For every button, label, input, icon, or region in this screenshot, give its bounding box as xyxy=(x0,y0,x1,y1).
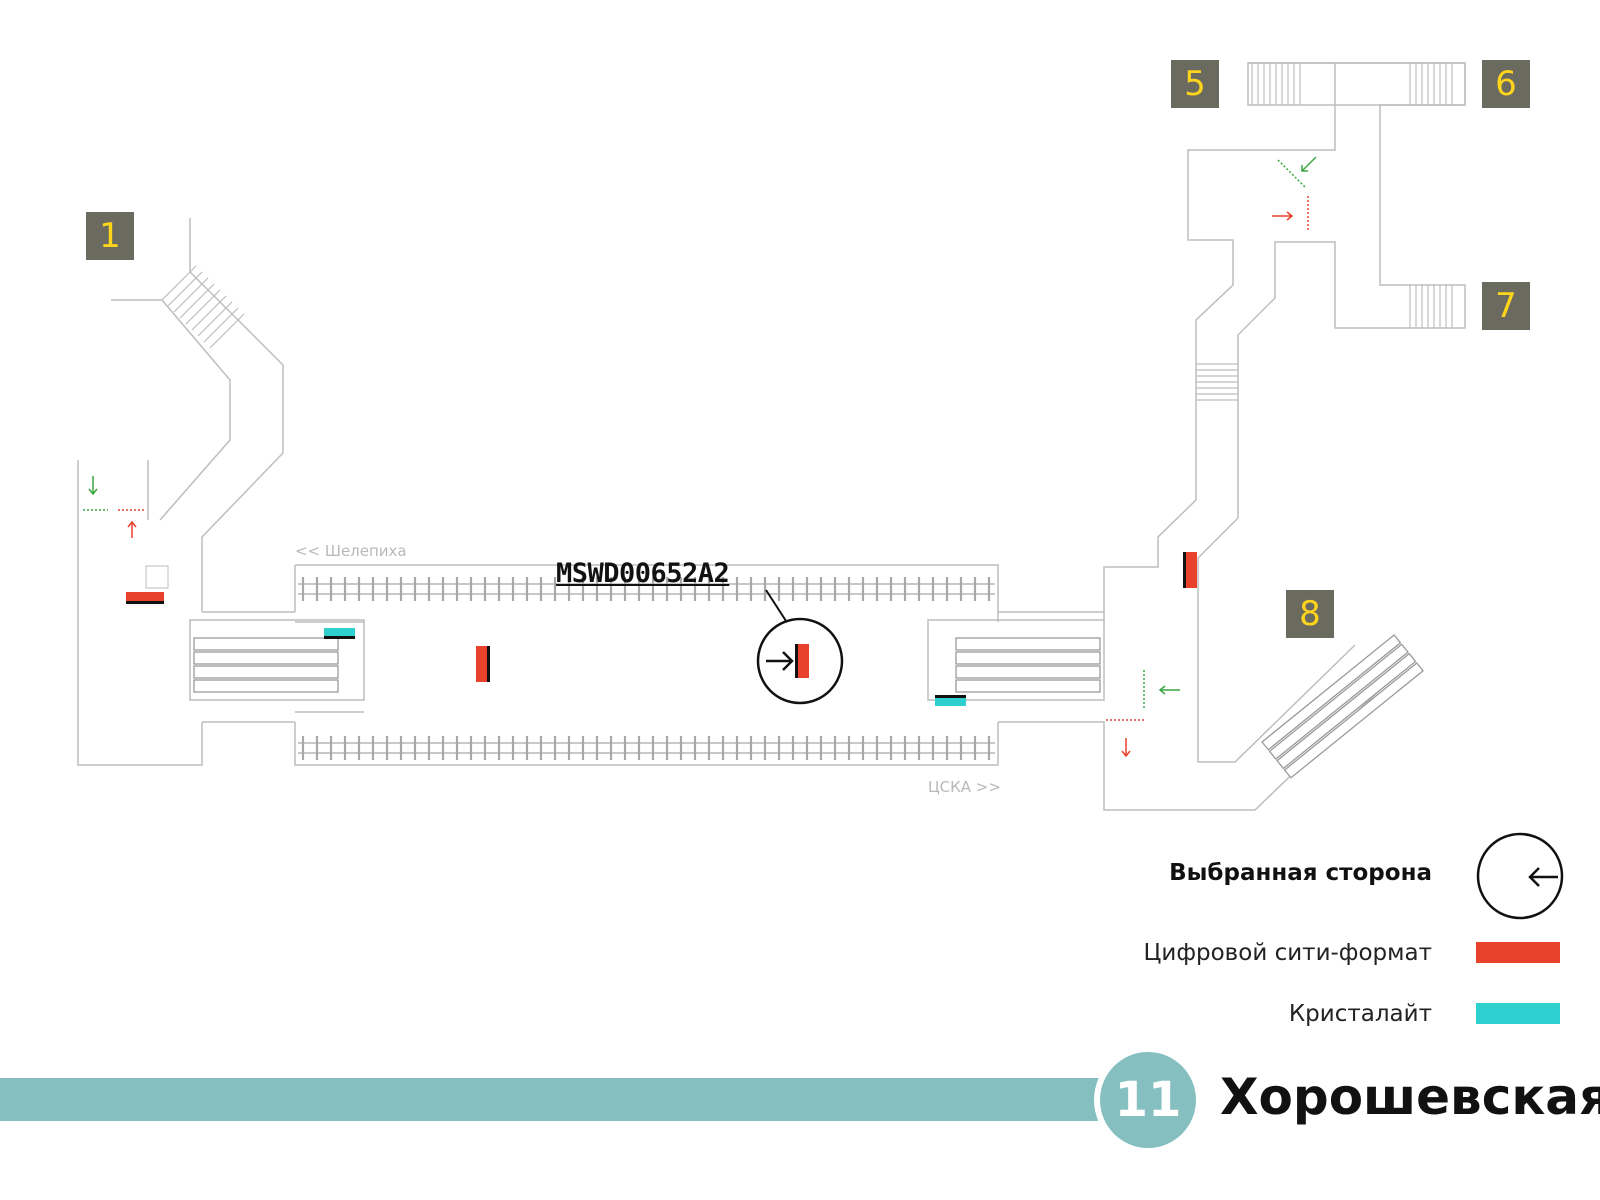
track-upper xyxy=(298,577,995,601)
crystalight-ad xyxy=(935,695,966,706)
legend-selected-side-label: Выбранная сторона xyxy=(1169,860,1432,886)
escalator-exit-8 xyxy=(1261,634,1424,779)
stairs-exit-1 xyxy=(161,265,245,349)
entry-arrow-icon xyxy=(88,476,98,496)
direction-right-label: ЦСКА >> xyxy=(928,778,1001,796)
arrow-right-icon xyxy=(766,651,794,671)
station-name: Хорошевская xyxy=(1220,1068,1600,1126)
legend-digital-city-format-label: Цифровой сити-формат xyxy=(1143,940,1432,966)
digital-city-format-ad xyxy=(126,565,169,604)
exit-arrow-icon xyxy=(1272,211,1294,221)
entry-arrow-icon xyxy=(1301,156,1317,172)
arrow-left-icon xyxy=(1528,867,1558,887)
exit-1-badge: 1 xyxy=(86,212,134,260)
digital-city-format-ad xyxy=(1183,552,1197,588)
stairs-exit-6 xyxy=(1409,63,1453,105)
ad-placements xyxy=(126,552,1197,706)
direction-left-label: << Шелепиха xyxy=(295,542,407,560)
legend-selected-side-icon xyxy=(1476,832,1564,920)
legend-digital-city-format-swatch xyxy=(1476,942,1560,963)
tracks xyxy=(298,577,995,760)
stairs-middle-corridor xyxy=(1196,363,1238,401)
stairs-exit-5 xyxy=(1251,63,1301,105)
exit-5-badge: 5 xyxy=(1171,60,1219,108)
selected-ad-code: MSWD00652A2 xyxy=(556,558,730,589)
stairs xyxy=(161,63,1453,401)
escalator-left xyxy=(193,637,339,693)
escalator-right xyxy=(955,637,1101,693)
exit-6-badge: 6 xyxy=(1482,60,1530,108)
metro-line-badge: 11 xyxy=(1100,1052,1196,1148)
metro-line-bar xyxy=(0,1078,1110,1121)
legend-crystalight-swatch xyxy=(1476,1003,1560,1024)
entry-arrow-icon xyxy=(1158,685,1180,695)
exit-arrow-icon xyxy=(127,520,137,538)
digital-city-format-ad xyxy=(476,646,490,682)
exit-8-badge: 8 xyxy=(1286,590,1334,638)
crystalight-ad xyxy=(324,628,355,639)
exit-7-badge: 7 xyxy=(1482,282,1530,330)
exit-arrow-icon xyxy=(1121,738,1131,758)
selected-ad-marker xyxy=(756,589,844,705)
stairs-exit-7 xyxy=(1409,285,1453,328)
escalators xyxy=(193,634,1424,779)
station-outline xyxy=(77,62,1466,811)
track-lower xyxy=(298,736,995,760)
flow-arrows xyxy=(88,156,1317,758)
turnstiles xyxy=(83,159,1309,721)
turnstile-entry-north xyxy=(1277,159,1306,188)
legend-crystalight-label: Кристалайт xyxy=(1288,1001,1432,1027)
